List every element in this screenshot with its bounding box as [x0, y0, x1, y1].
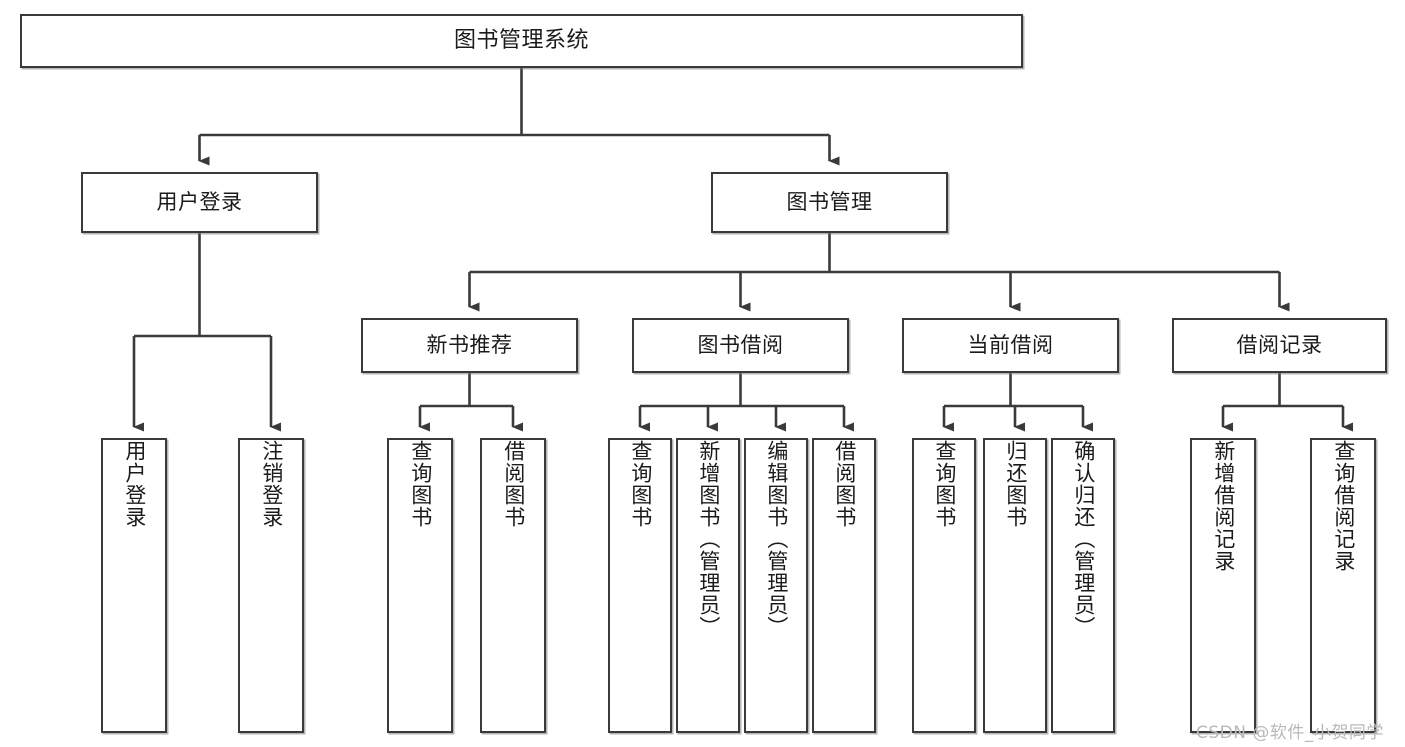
node-label: 注销登录: [259, 440, 284, 528]
node-root[interactable]: 图书管理系统: [20, 14, 1023, 68]
node-leaf-query-borrow-record[interactable]: 查询借阅记录: [1310, 438, 1376, 733]
node-label: 查询图书: [932, 440, 957, 528]
node-leaf-borrow-book-2[interactable]: 借阅图书: [812, 438, 876, 733]
node-borrow-record[interactable]: 借阅记录: [1172, 318, 1387, 373]
node-label: 借阅图书: [501, 440, 526, 528]
node-label: 查询图书: [628, 440, 653, 528]
node-leaf-query-book-1[interactable]: 查询图书: [387, 438, 453, 733]
node-leaf-confirm-return[interactable]: 确认归还（管理员）: [1051, 438, 1115, 733]
node-user-login[interactable]: 用户登录: [81, 172, 318, 233]
node-leaf-user-login[interactable]: 用户登录: [101, 438, 167, 733]
node-label: 借阅图书: [832, 440, 857, 528]
csdn-watermark: CSDN @软件_小贺同学: [1196, 723, 1384, 743]
node-leaf-query-book-2[interactable]: 查询图书: [608, 438, 672, 733]
node-book-borrow[interactable]: 图书借阅: [632, 318, 849, 373]
node-label: 查询图书: [408, 440, 433, 528]
node-new-book-recommend[interactable]: 新书推荐: [361, 318, 578, 373]
node-book-manage[interactable]: 图书管理: [711, 172, 948, 233]
node-label: 图书借阅: [697, 333, 784, 358]
node-label: 新书推荐: [426, 333, 513, 358]
node-leaf-user-logout[interactable]: 注销登录: [238, 438, 304, 733]
node-label: 确认归还（管理员）: [1071, 440, 1096, 638]
node-leaf-edit-book[interactable]: 编辑图书（管理员）: [744, 438, 808, 733]
node-label: 查询借阅记录: [1331, 440, 1356, 572]
node-label: 图书管理: [786, 190, 873, 215]
node-label: 图书管理系统: [453, 28, 589, 54]
node-current-borrow[interactable]: 当前借阅: [902, 318, 1119, 373]
node-label: 用户登录: [122, 440, 147, 528]
node-label: 借阅记录: [1236, 333, 1323, 358]
node-label: 用户登录: [156, 190, 243, 215]
node-label: 当前借阅: [967, 333, 1054, 358]
node-leaf-return-book[interactable]: 归还图书: [983, 438, 1047, 733]
node-label: 归还图书: [1003, 440, 1028, 528]
node-label: 编辑图书（管理员）: [764, 440, 789, 638]
node-leaf-add-borrow-record[interactable]: 新增借阅记录: [1190, 438, 1256, 733]
node-leaf-borrow-book-1[interactable]: 借阅图书: [480, 438, 546, 733]
node-leaf-query-book-3[interactable]: 查询图书: [912, 438, 976, 733]
node-leaf-add-book[interactable]: 新增图书（管理员）: [676, 438, 740, 733]
node-label: 新增图书（管理员）: [696, 440, 721, 638]
node-label: 新增借阅记录: [1211, 440, 1236, 572]
